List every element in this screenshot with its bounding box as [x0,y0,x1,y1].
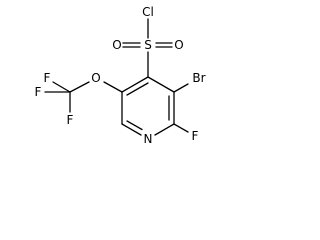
bond-n-c6 [121,123,142,136]
pyridine-ring [121,76,175,136]
atom-label-o-ether: O [91,71,100,85]
bond-c3-br [173,83,189,93]
atom-label-s: S [144,38,152,52]
atom-label-f-ring: F [192,129,199,143]
bond-c2-n [154,123,175,136]
atom-label-f-top: F [44,71,51,85]
bond-c2-f [173,123,189,133]
atom-label-o-left: O [112,38,121,52]
atom-label-br: Br [192,71,205,85]
bond-c5-c4 [121,76,149,93]
atom-label-cl: Cl [142,5,154,19]
trifluoromethoxy-group [44,81,123,113]
bond-c5-c4-inner [126,82,149,96]
bond-n-c6-inner [126,120,143,131]
chemical-structure-diagram: Cl S O O Br F N O F F F [35,5,206,146]
bond-o-cf3 [69,81,90,93]
bond-c4-c3 [147,76,175,93]
bond-c-f-top [52,81,71,93]
atom-label-f-bottom: F [67,113,74,127]
sulfonyl-chloride-group [122,18,173,78]
bond-c5-o [103,81,123,93]
atom-label-n: N [144,132,153,146]
atom-label-f-left: F [35,85,42,99]
atom-label-o-right: O [174,38,183,52]
